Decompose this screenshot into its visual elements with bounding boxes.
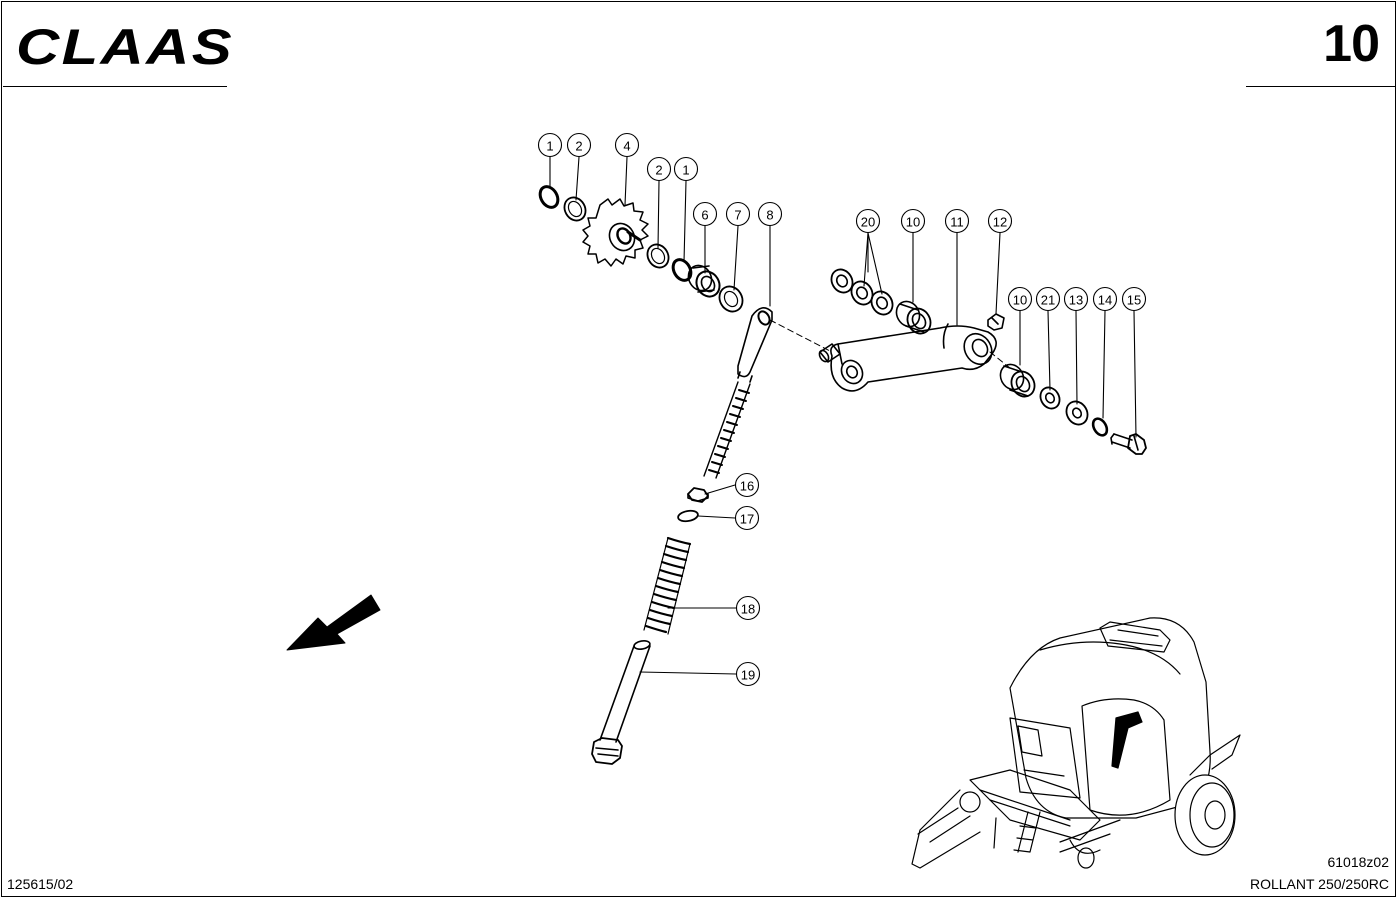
svg-text:21: 21 (1041, 293, 1055, 308)
svg-text:11: 11 (950, 215, 964, 230)
svg-text:6: 6 (701, 208, 708, 223)
svg-text:2: 2 (655, 163, 662, 178)
callout: 2 (646, 156, 672, 182)
model-name: ROLLANT 250/250RC (1249, 876, 1389, 892)
callout: 13 (1063, 286, 1089, 312)
callout: 6 (692, 201, 718, 227)
svg-text:13: 13 (1069, 293, 1083, 308)
callout: 4 (614, 132, 640, 158)
sprocket (582, 198, 649, 267)
callout-bubbles: 1 2 4 2 1 6 7 8 20 10 11 12 10 21 13 14 … (537, 132, 1147, 687)
svg-text:8: 8 (766, 208, 773, 223)
leader-lines (549, 156, 1137, 675)
callout: 1 (673, 156, 699, 182)
svg-text:15: 15 (1127, 293, 1141, 308)
grease-nipple (987, 313, 1005, 331)
callout: 12 (987, 208, 1013, 234)
svg-text:17: 17 (740, 512, 754, 527)
svg-text:12: 12 (993, 215, 1007, 230)
washer (677, 509, 699, 523)
shim-washer (830, 268, 854, 294)
shim-washer (850, 280, 874, 306)
callout: 10 (1007, 286, 1033, 312)
washer (563, 196, 587, 222)
callout: 17 (734, 505, 760, 531)
svg-text:4: 4 (623, 139, 630, 154)
logo-rule (3, 86, 227, 87)
lock-washer (1091, 417, 1109, 437)
bearing (687, 264, 721, 298)
svg-text:16: 16 (740, 479, 754, 494)
callout: 18 (735, 595, 761, 621)
svg-text:CLAAS: CLAAS (16, 22, 234, 68)
callout: 20 (855, 208, 881, 234)
svg-text:1: 1 (682, 163, 689, 178)
bushing (895, 300, 932, 335)
axis-line (769, 319, 833, 353)
svg-text:10: 10 (906, 215, 920, 230)
callout: 11 (944, 208, 970, 234)
svg-text:7: 7 (734, 208, 741, 223)
callout: 7 (725, 201, 751, 227)
baler-overview (911, 617, 1241, 869)
pin (818, 343, 841, 363)
document-number: 125615/02 (7, 876, 74, 892)
callout: 1 (537, 132, 563, 158)
washer (646, 243, 670, 269)
hex-nut (687, 487, 709, 503)
svg-text:19: 19 (741, 668, 755, 683)
callout: 15 (1121, 286, 1147, 312)
callout: 8 (757, 201, 783, 227)
direction-arrow-icon (286, 594, 381, 651)
page-rule (1246, 86, 1396, 87)
spring-guide-bolt (591, 640, 651, 765)
svg-text:2: 2 (575, 139, 582, 154)
washer (1065, 400, 1089, 426)
svg-text:1: 1 (546, 139, 553, 154)
svg-text:18: 18 (741, 602, 755, 617)
callout: 2 (566, 132, 592, 158)
shim-washer (870, 290, 894, 316)
washer (718, 285, 744, 313)
hex-bolt (1110, 433, 1147, 455)
snap-ring (671, 258, 693, 282)
claas-logo: CLAAS (16, 22, 234, 68)
callout: 16 (734, 472, 760, 498)
callout: 10 (900, 208, 926, 234)
callout: 19 (735, 661, 761, 687)
svg-text:14: 14 (1098, 293, 1112, 308)
svg-text:10: 10 (1013, 293, 1027, 308)
bushing (999, 363, 1036, 398)
washer (1039, 386, 1061, 410)
callout: 14 (1092, 286, 1118, 312)
drawing-code: 61018z02 (1327, 854, 1389, 870)
svg-text:20: 20 (861, 215, 875, 230)
compression-spring (643, 536, 692, 635)
tension-arm (830, 323, 997, 392)
eye-bolt (703, 307, 773, 479)
callout: 21 (1035, 286, 1061, 312)
snap-ring (538, 185, 560, 209)
page-number: 10 (1323, 15, 1380, 73)
